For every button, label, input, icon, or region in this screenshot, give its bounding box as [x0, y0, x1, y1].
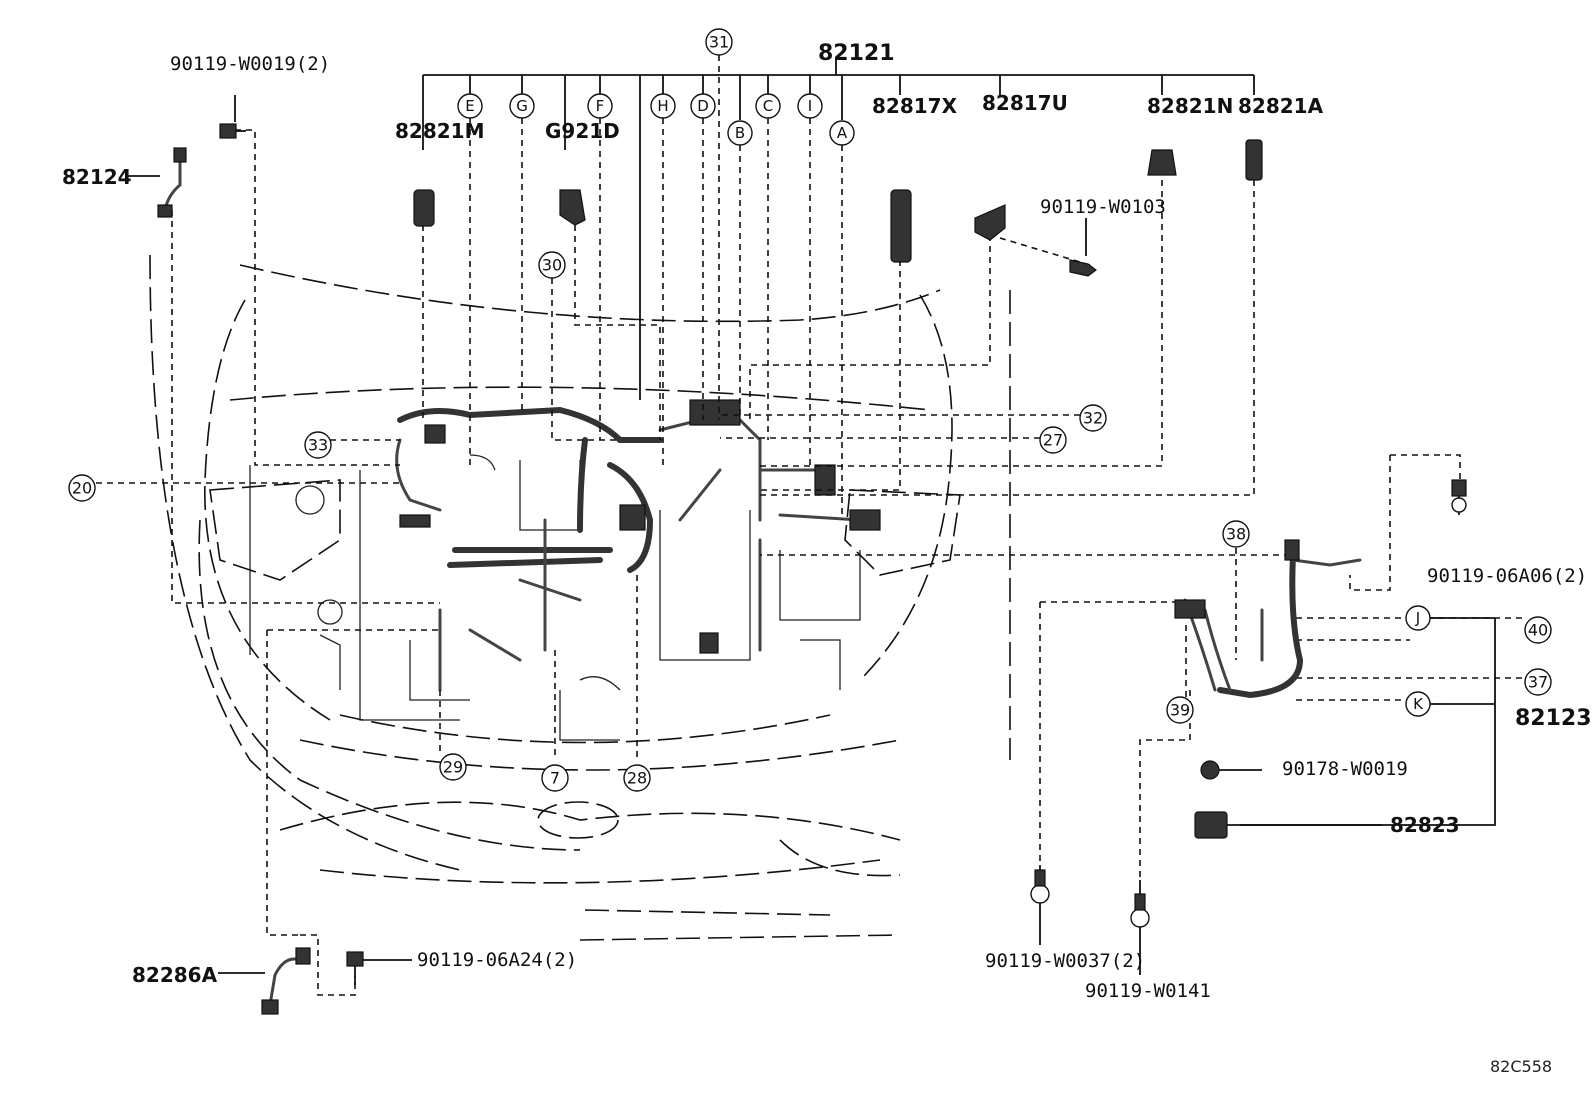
svg-text:7: 7: [550, 769, 560, 788]
svg-text:28: 28: [627, 769, 647, 788]
svg-text:C: C: [763, 97, 773, 115]
callout-number-31: 31: [705, 28, 733, 56]
leader-lines: [96, 55, 1525, 996]
svg-text:29: 29: [443, 758, 463, 777]
svg-text:G: G: [516, 97, 528, 115]
callout-number-27: 27: [1039, 426, 1067, 454]
callout-letter-j: J: [1405, 605, 1431, 631]
svg-text:B: B: [735, 124, 745, 142]
callout-number-32: 32: [1079, 404, 1107, 432]
label-90119-06a06: 90119-06A06(2): [1427, 565, 1587, 587]
callout-number-37: 37: [1524, 668, 1552, 696]
label-90119-w0141: 90119-W0141: [1085, 980, 1211, 1002]
svg-text:E: E: [465, 97, 474, 115]
callout-letter-k: K: [1405, 691, 1431, 717]
svg-text:J: J: [1415, 609, 1420, 627]
small-parts: [128, 95, 1467, 1015]
svg-text:A: A: [837, 124, 848, 142]
callout-letter-g: G: [509, 93, 535, 119]
label-82124: 82124: [62, 165, 132, 189]
number-callouts: 31 30 33 20 32 27 38 40 37 39 29 7 28: [68, 28, 1552, 792]
label-82821m: 82821M: [395, 119, 484, 143]
callout-letter-d: D: [690, 93, 716, 119]
svg-text:F: F: [596, 97, 605, 115]
sub-harness-82123: [1174, 539, 1496, 826]
callout-number-39: 39: [1166, 696, 1194, 724]
label-90178-w0019: 90178-W0019: [1282, 758, 1408, 780]
label-90119-06a24: 90119-06A24(2): [417, 949, 577, 971]
label-90119-w0037: 90119-W0037(2): [985, 950, 1145, 972]
svg-text:30: 30: [542, 256, 562, 275]
label-82817u: 82817U: [982, 91, 1068, 115]
svg-text:40: 40: [1528, 621, 1548, 640]
label-g921d: G921D: [545, 119, 620, 143]
label-82821a: 82821A: [1238, 94, 1324, 118]
callout-number-38: 38: [1222, 520, 1250, 548]
callout-number-30: 30: [538, 251, 566, 279]
callout-letter-i: I: [797, 93, 823, 119]
svg-text:38: 38: [1226, 525, 1246, 544]
callout-letter-b: B: [727, 120, 753, 146]
label-82121: 82121: [818, 41, 895, 66]
svg-text:33: 33: [308, 436, 328, 455]
callout-number-20: 20: [68, 474, 96, 502]
callout-number-40: 40: [1524, 616, 1552, 644]
svg-text:D: D: [697, 97, 709, 115]
svg-text:39: 39: [1170, 701, 1190, 720]
label-82817x: 82817X: [872, 94, 958, 118]
diagram-reference-code: 82C558: [1490, 1057, 1552, 1076]
svg-text:H: H: [657, 97, 668, 115]
svg-text:I: I: [808, 97, 812, 115]
vehicle-body-outline: [149, 254, 1011, 941]
callout-letter-h: H: [650, 93, 676, 119]
main-harness-bracket: [422, 58, 1255, 400]
label-90119-w0019: 90119-W0019(2): [170, 53, 330, 75]
svg-text:27: 27: [1043, 431, 1063, 450]
part-number-labels: 82121 82123 82124 90119-W0019(2) 82821M …: [62, 41, 1592, 1076]
callout-number-7: 7: [541, 764, 569, 792]
svg-text:20: 20: [72, 479, 92, 498]
engine-wire-harness: [395, 399, 881, 692]
callout-number-33: 33: [304, 431, 332, 459]
callout-letter-e: E: [457, 93, 483, 119]
label-82123: 82123: [1515, 706, 1592, 731]
label-90119-w0103: 90119-W0103: [1040, 196, 1166, 218]
label-82286a: 82286A: [132, 963, 218, 987]
svg-text:K: K: [1413, 695, 1424, 713]
letter-callouts: E G F H D B C I A J K: [457, 93, 1431, 717]
callout-number-29: 29: [439, 753, 467, 781]
svg-text:31: 31: [709, 33, 729, 52]
callout-letter-c: C: [755, 93, 781, 119]
callout-number-28: 28: [623, 764, 651, 792]
callout-letter-f: F: [587, 93, 613, 119]
callout-letter-a: A: [829, 120, 855, 146]
svg-text:32: 32: [1083, 409, 1103, 428]
svg-text:37: 37: [1528, 673, 1548, 692]
label-82821n: 82821N: [1147, 94, 1233, 118]
label-82823: 82823: [1390, 813, 1460, 837]
